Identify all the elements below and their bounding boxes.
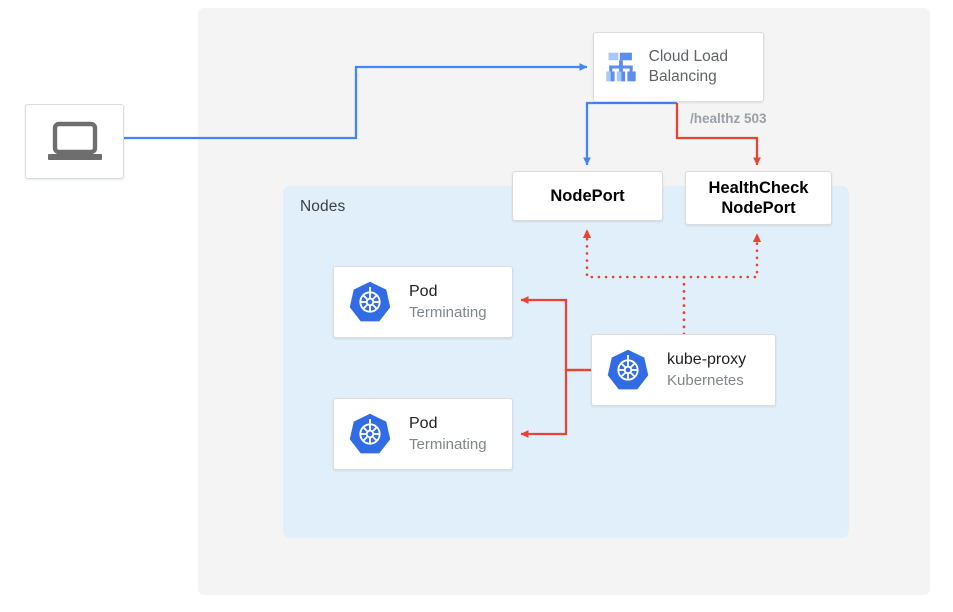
- healthcheck-nodeport-node[interactable]: HealthCheck NodePort: [685, 171, 832, 225]
- kube-proxy-subtitle: Kubernetes: [667, 371, 744, 389]
- pod-node-1[interactable]: Pod Terminating: [333, 266, 513, 338]
- kubernetes-icon: [607, 349, 649, 390]
- kubernetes-icon: [349, 281, 391, 322]
- healthcheck-nodeport-title: HealthCheck NodePort: [708, 178, 809, 217]
- pod-text-1: Pod Terminating: [409, 282, 487, 322]
- nodes-region-label: Nodes: [300, 198, 346, 215]
- pod-text-2: Pod Terminating: [409, 414, 487, 454]
- cloud-load-balancing-title: Cloud Load Balancing: [648, 48, 728, 85]
- nodeport-title: NodePort: [550, 186, 625, 205]
- laptop-icon: [47, 121, 102, 160]
- client-node[interactable]: [25, 104, 124, 179]
- pod-title-1: Pod: [409, 283, 438, 301]
- cloud-load-balancing-text: Cloud Load Balancing: [649, 47, 763, 87]
- kube-proxy-node[interactable]: kube-proxy Kubernetes: [591, 334, 776, 406]
- pod-title-2: Pod: [409, 415, 438, 433]
- healthz-status-label: /healthz 503: [690, 111, 767, 126]
- kubernetes-icon: [349, 413, 391, 454]
- cloud-load-balancing-icon: [606, 52, 636, 82]
- kube-proxy-title: kube-proxy: [667, 351, 747, 369]
- nodeport-node[interactable]: NodePort: [512, 171, 663, 221]
- pod-status-2: Terminating: [409, 435, 487, 453]
- pod-status-1: Terminating: [409, 303, 487, 321]
- kube-proxy-text: kube-proxy Kubernetes: [667, 350, 746, 390]
- cloud-load-balancing-node[interactable]: Cloud Load Balancing: [593, 32, 764, 102]
- pod-node-2[interactable]: Pod Terminating: [333, 398, 513, 470]
